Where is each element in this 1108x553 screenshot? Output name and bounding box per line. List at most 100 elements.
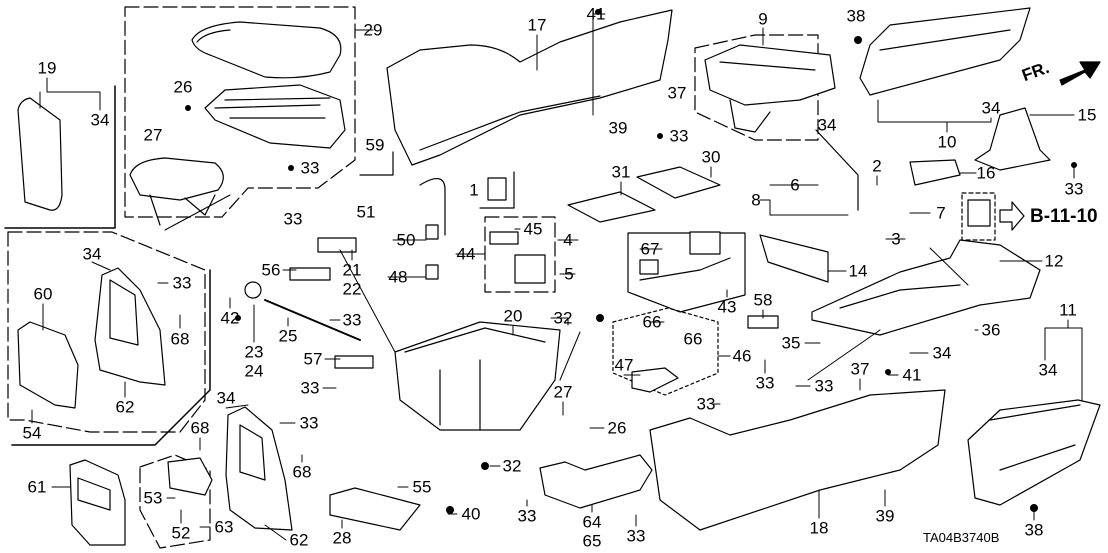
part-callout-33[interactable]: 33 [626,526,646,546]
part-callout-33[interactable]: 33 [755,373,775,393]
part-callout-44[interactable]: 44 [456,244,476,264]
part-callout-5[interactable]: 5 [564,264,574,284]
part-callout-1[interactable]: 1 [469,180,479,200]
part-callout-38[interactable]: 38 [1024,520,1044,540]
part-callout-12[interactable]: 12 [1044,251,1064,271]
cross-reference-link[interactable]: B-11-10 [1030,206,1098,227]
part-callout-3[interactable]: 3 [891,229,901,249]
part-callout-34[interactable]: 34 [90,110,110,130]
part-callout-21[interactable]: 21 [342,260,362,280]
part-callout-32[interactable]: 32 [553,308,573,328]
part-callout-26[interactable]: 26 [607,418,627,438]
part-callout-16[interactable]: 16 [976,163,996,183]
part-callout-36[interactable]: 36 [981,320,1001,340]
part-callout-68[interactable]: 68 [190,418,210,438]
part-callout-50[interactable]: 50 [396,230,416,250]
part-callout-9[interactable]: 9 [758,9,768,29]
part-callout-2[interactable]: 2 [872,156,882,176]
part-callout-25[interactable]: 25 [278,326,298,346]
part-callout-30[interactable]: 30 [701,147,721,167]
part-callout-34[interactable]: 34 [817,115,837,135]
part-callout-42[interactable]: 42 [220,308,240,328]
part-callout-24[interactable]: 24 [244,361,264,381]
part-callout-26[interactable]: 26 [173,77,193,97]
part-callout-39[interactable]: 39 [608,118,628,138]
part-callout-33[interactable]: 33 [342,310,362,330]
part-callout-40[interactable]: 40 [461,504,481,524]
part-callout-58[interactable]: 58 [753,290,773,310]
part-callout-57[interactable]: 57 [303,349,323,369]
part-callout-41[interactable]: 41 [586,4,606,24]
group-frame-59 [359,151,394,176]
part-callout-18[interactable]: 18 [809,518,829,538]
part-callout-54[interactable]: 54 [22,423,42,443]
part-callout-63[interactable]: 63 [214,517,234,537]
part-callout-43[interactable]: 43 [717,297,737,317]
part-callout-66[interactable]: 66 [683,329,703,349]
part-callout-34[interactable]: 34 [82,244,102,264]
part-callout-7[interactable]: 7 [936,203,946,223]
part-callout-41[interactable]: 41 [902,365,922,385]
part-callout-4[interactable]: 4 [563,230,573,250]
part-callout-33[interactable]: 33 [814,376,834,396]
part-callout-59[interactable]: 59 [365,135,385,155]
part-callout-27[interactable]: 27 [553,382,573,402]
part-callout-39[interactable]: 39 [875,506,895,526]
part-callout-33[interactable]: 33 [1064,179,1084,199]
part-callout-8[interactable]: 8 [751,190,761,210]
part-callout-38[interactable]: 38 [846,6,866,26]
part-callout-6[interactable]: 6 [790,175,800,195]
part-callout-22[interactable]: 22 [342,279,362,299]
part-callout-56[interactable]: 56 [261,260,281,280]
part-callout-23[interactable]: 23 [244,342,264,362]
part-callout-37[interactable]: 37 [667,83,687,103]
part-callout-62[interactable]: 62 [115,397,135,417]
part-callout-11[interactable]: 11 [1059,300,1077,320]
part-callout-37[interactable]: 37 [850,359,870,379]
part-callout-27[interactable]: 27 [143,125,163,145]
part-callout-17[interactable]: 17 [527,15,547,35]
part-callout-34[interactable]: 34 [932,343,952,363]
part-callout-33[interactable]: 33 [283,209,303,229]
part-callout-61[interactable]: 61 [27,477,47,497]
part-callout-52[interactable]: 52 [171,523,191,543]
part-callout-64[interactable]: 64 [582,512,602,532]
part-callout-35[interactable]: 35 [781,333,801,353]
part-callout-48[interactable]: 48 [388,267,408,287]
part-callout-33[interactable]: 33 [299,413,319,433]
part-callout-34[interactable]: 34 [1038,360,1058,380]
part-callout-33[interactable]: 33 [300,378,320,398]
part-callout-28[interactable]: 28 [332,528,352,548]
part-callout-65[interactable]: 65 [582,531,602,551]
part-callout-34[interactable]: 34 [216,388,236,408]
part-callout-32[interactable]: 32 [502,456,522,476]
part-callout-46[interactable]: 46 [732,346,752,366]
group-frame-44 [484,216,556,293]
part-callout-68[interactable]: 68 [292,462,312,482]
part-callout-34[interactable]: 34 [981,98,1001,118]
part-callout-66[interactable]: 66 [642,312,662,332]
part-callout-10[interactable]: 10 [937,132,957,152]
part-callout-67[interactable]: 67 [640,239,660,259]
part-callout-62[interactable]: 62 [289,530,309,550]
part-callout-33[interactable]: 33 [300,158,320,178]
part-callout-33[interactable]: 33 [696,394,716,414]
part-callout-29[interactable]: 29 [363,20,383,40]
part-callout-45[interactable]: 45 [523,219,543,239]
part-callout-33[interactable]: 33 [172,273,192,293]
part-callout-53[interactable]: 53 [143,488,163,508]
side-panel-18 [649,389,946,531]
part-callout-55[interactable]: 55 [412,477,432,497]
part-callout-15[interactable]: 15 [1077,105,1097,125]
part-callout-68[interactable]: 68 [170,329,190,349]
part-callout-51[interactable]: 51 [356,202,376,222]
part-callout-19[interactable]: 19 [37,58,57,78]
part-callout-33[interactable]: 33 [517,506,537,526]
part-callout-31[interactable]: 31 [611,162,631,182]
part-callout-33[interactable]: 33 [669,126,689,146]
part-callout-20[interactable]: 20 [503,306,523,326]
part-callout-60[interactable]: 60 [33,284,53,304]
part-callout-14[interactable]: 14 [848,261,868,281]
part-callout-47[interactable]: 47 [614,355,634,375]
